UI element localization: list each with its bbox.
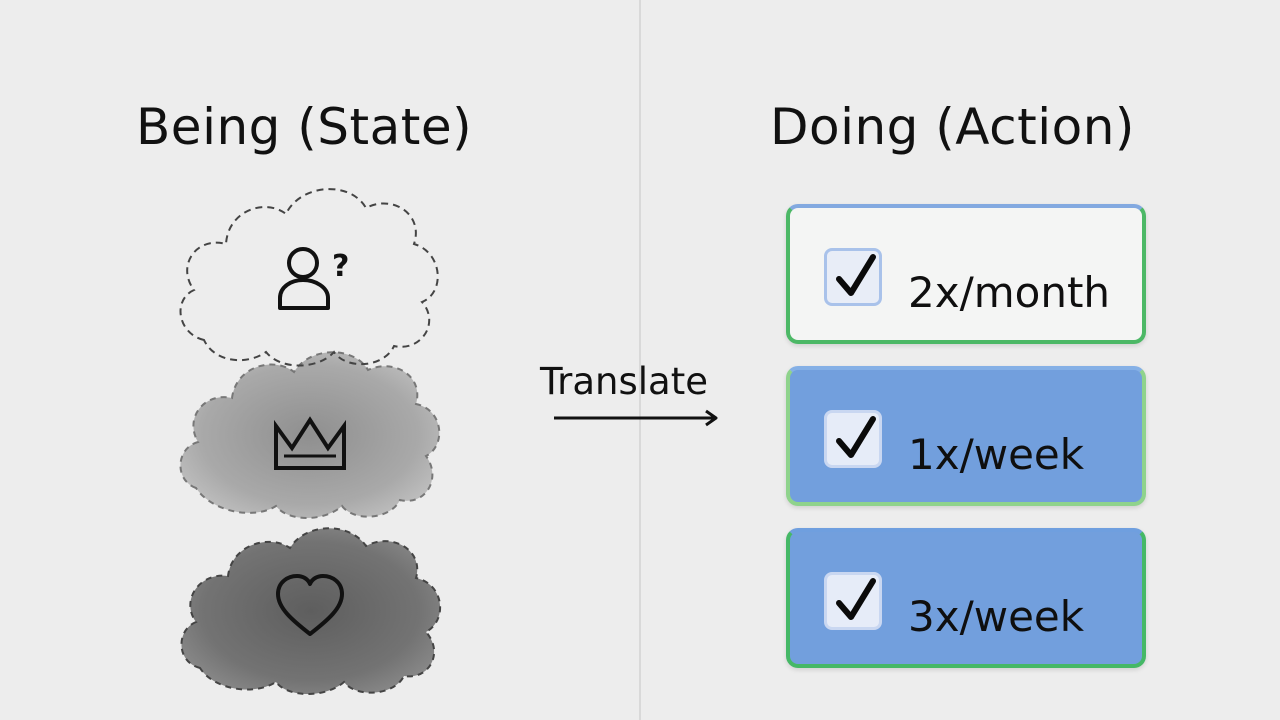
crown-cloud (179, 351, 441, 519)
checkbox[interactable] (824, 248, 882, 306)
crown-icon (274, 416, 346, 470)
action-item: 3x/week (786, 528, 1146, 668)
being-heading: Being (State) (136, 98, 473, 156)
action-item: 1x/week (786, 366, 1146, 506)
translate-label: Translate (540, 360, 708, 403)
person-question-icon: ? (278, 247, 349, 310)
checkmark-icon (836, 416, 876, 458)
heart-icon (276, 574, 344, 636)
svg-text:?: ? (332, 249, 349, 284)
action-label: 3x/week (908, 592, 1085, 641)
doing-heading: Doing (Action) (770, 98, 1135, 156)
checkmark-icon (836, 578, 876, 620)
heart-cloud (180, 527, 442, 695)
checkmark-icon (836, 254, 876, 296)
checkbox[interactable] (824, 410, 882, 468)
action-item: 2x/month (786, 204, 1146, 344)
action-label: 2x/month (908, 268, 1111, 317)
action-label: 1x/week (908, 430, 1085, 479)
state-clouds: ? (179, 188, 442, 695)
checkbox[interactable] (824, 572, 882, 630)
right-arrow-icon (554, 409, 718, 427)
center-divider (639, 0, 641, 720)
person-question-cloud: ? (179, 188, 439, 367)
